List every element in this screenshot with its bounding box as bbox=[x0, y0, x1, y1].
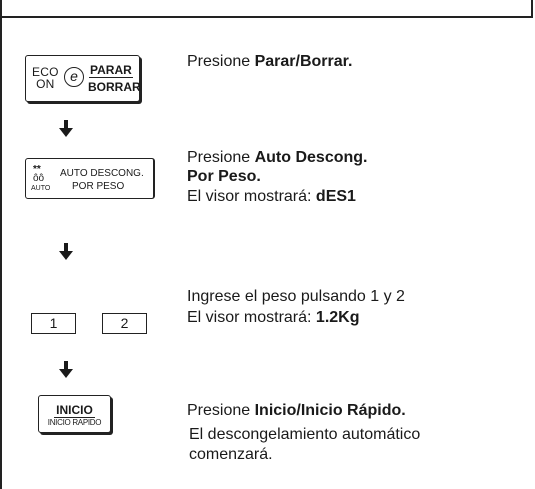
key-2-button[interactable]: 2 bbox=[102, 313, 147, 334]
eco-icon: e bbox=[64, 67, 84, 87]
eco-on-label: ECO ON bbox=[32, 65, 59, 91]
inicio-button[interactable]: INICIO INICIO RAPIDO bbox=[38, 395, 111, 433]
step2-instruction-line1: Presione Auto Descong. bbox=[187, 149, 368, 166]
arrow-down-icon bbox=[59, 120, 73, 137]
parar-label: PARAR bbox=[89, 63, 133, 78]
por-peso-label: POR PESO bbox=[72, 181, 125, 192]
inicio-rapido-label: INICIO RAPIDO bbox=[47, 418, 102, 427]
step3-display-text: El visor mostrará: 1.2Kg bbox=[187, 309, 360, 326]
step2-display-text: El visor mostrará: dES1 bbox=[187, 188, 356, 205]
step4-line3: comenzará. bbox=[189, 446, 273, 463]
arrow-down-icon bbox=[59, 243, 73, 260]
drops-icon: ôô bbox=[33, 173, 45, 184]
auto-descong-por-peso-button[interactable]: ** ôô AUTO AUTO DESCONG. POR PESO bbox=[25, 158, 155, 199]
parar-borrar-button[interactable]: ECO ON e PARAR BORRAR bbox=[25, 55, 141, 102]
auto-descong-label: AUTO DESCONG. bbox=[60, 168, 144, 179]
step4-instruction: Presione Inicio/Inicio Rápido. bbox=[187, 402, 406, 419]
borrar-label: BORRAR bbox=[88, 80, 141, 94]
inicio-label: INICIO bbox=[54, 403, 95, 418]
left-frame-line bbox=[0, 18, 2, 489]
step2-instruction-line2: Por Peso. bbox=[187, 168, 261, 185]
top-frame bbox=[0, 0, 533, 18]
step4-line2: El descongelamiento automático bbox=[189, 426, 421, 443]
key-1-button[interactable]: 1 bbox=[31, 313, 76, 334]
arrow-down-icon bbox=[59, 361, 73, 378]
step1-instruction: Presione Parar/Borrar. bbox=[187, 53, 353, 70]
step3-instruction: Ingrese el peso pulsando 1 y 2 bbox=[187, 288, 405, 305]
snowflake-icon: ** bbox=[33, 164, 41, 175]
auto-small-label: AUTO bbox=[31, 185, 51, 192]
